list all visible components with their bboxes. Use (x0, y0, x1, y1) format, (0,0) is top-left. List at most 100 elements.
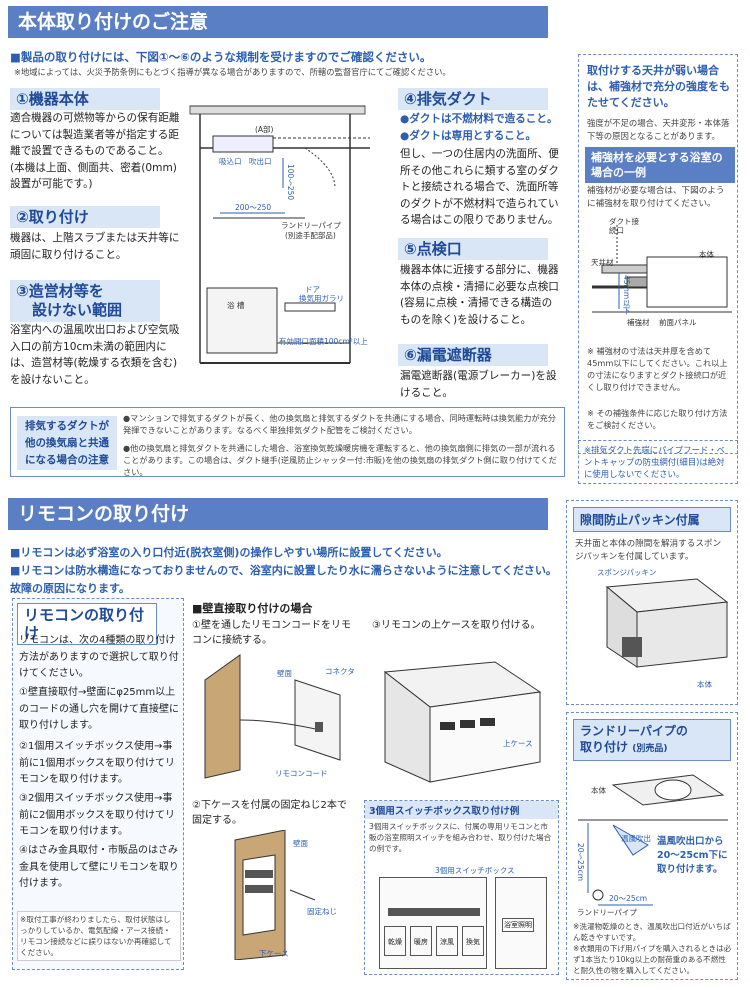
lbl-packing-body: 本体 (697, 680, 712, 689)
sidebar-warn: 取付けする天井が弱い場合は、補強材で充分の強度をもたせてください。 (587, 64, 730, 109)
remote-sub-title: リモコンの取り付け (17, 603, 157, 645)
box3-title: 3個用スイッチボックス取り付け例 (365, 801, 558, 819)
remote-method1: ①壁直接取付→壁面にφ25mm以上のコードの通し穴を開けて直接壁に取り付けします… (19, 687, 179, 731)
remote-method3: ③2個用スイッチボックス使用→事前に2個用ボックスを取り付けてリモコンを取り付け… (19, 793, 176, 837)
wall-step2: ②下ケースを付属の固定ねじ2本で固定する。 (192, 800, 347, 826)
box3-remote: 乾燥 暖房 涼風 換気 (379, 877, 487, 969)
remote-method4: ④はさみ金具取付・市販品のはさみ金具を使用して壁にリモコンを取り付けます。 (19, 845, 179, 889)
laundry-title-line1: ランドリーパイプの (580, 724, 688, 738)
item3-text: 浴室内への温風吹出口および空気吸入口の前方10cm未満の範囲内には、造営材等(乾… (10, 324, 180, 386)
laundry-title-line2: 取り付け (580, 740, 629, 754)
diagram-vent-area-label: 有効開口面積100cm²以上 (279, 337, 368, 346)
diagram-intake-label: 吸込口 (219, 157, 242, 166)
duct-share-note: 排気するダクトが他の換気扇と共通になる場合の注意 ●マンションで排気するダクトが… (10, 407, 565, 477)
sidebar-reinforce-title: 補強材を必要とする浴室の場合の一例 (585, 147, 735, 183)
sidebar-warn-sub: 強度が不足の場合、天井変形・本体落下等の原因となることがあります。 (587, 118, 730, 141)
fig-body-label: 本体 (699, 250, 714, 259)
sidebar-laundry-pipe: ランドリーパイプの 取り付け (別売品) 本体 温風吹出 ランドリーパイプ 20… (566, 712, 738, 980)
item3-title: ③造営材等を 設けない範囲 (10, 280, 160, 322)
laundry-note1: ※洗濯物乾燥のとき、温風吹出口付近がいちばん乾きやすいです。 (573, 922, 731, 942)
three-gang-box-example: 3個用スイッチボックス取り付け例 3個用スイッチボックスに、付属の専用リモコンと… (364, 800, 559, 975)
duct-note-p2: ●他の換気扇と排気ダクトを共通にした場合、浴室換気乾燥暖房機を運転すると、他の換… (123, 443, 557, 477)
wall-install-title: ■壁直接取り付けの場合 (192, 602, 313, 615)
item4-bullet2: ●ダクトは専用とすること。 (400, 130, 537, 142)
lbl-remote-cord: リモコンコード (275, 769, 328, 778)
remote-btn-vent[interactable]: 換気 (462, 926, 484, 956)
duct-note-title: 排気するダクトが他の換気扇と共通になる場合の注意 (17, 416, 117, 470)
item5-text: 機器本体に近接する部分に、機器本体の点検・清掃に必要な点検口(容易に点検・清掃で… (400, 264, 559, 326)
sidebar-packing: 隙間防止パッキン付属 天井面と本体の隙間を解消するスポンジパッキンを付属していま… (566, 500, 738, 705)
remote-foot-note: ※取付工事が終わりましたら、取付状態はしっかりしているか、電気配線・アース接続・… (17, 911, 181, 961)
item3-title-line1: ③造営材等を (16, 282, 104, 300)
fig-duct-label: ダクト接続口 (609, 217, 639, 235)
remote-btn-cool[interactable]: 涼風 (436, 926, 458, 956)
diagram-a-label: (A部) (255, 125, 274, 134)
box3-text: 3個用スイッチボックスに、付属の専用リモコンと市販の浴室照明スイッチを組み合わせ… (369, 822, 552, 853)
reinforce-figure: ダクト接続口 天井材 本体 45mm以下 補強材 前面パネル (587, 217, 733, 337)
diagram-door-vent-label: 換気用ガラリ (299, 294, 344, 303)
sidebar-note1: ※ 補強材の寸法は天井厚を含めて45mm以下にしてください。これ以上の寸法になり… (587, 346, 728, 392)
remote-install-box: リモコンの取り付け リモコンは、次の4種類の取り付け方法がありますので選択して取… (12, 598, 184, 970)
item4-title: ④排気ダクト (398, 88, 548, 110)
diagram-door-label: ドア (305, 285, 320, 294)
item4-text: 但し、一つの住居内の洗面所、便所その他これらに類する室のダクトと接続される場合で… (400, 148, 559, 226)
remote-bullet2: ■リモコンは防水構造になっておりませんので、浴室内に設置したり水に濡らさないよう… (10, 564, 557, 595)
lbl-laundry-pipe: ランドリーパイプ (577, 908, 637, 917)
lead-text: ■製品の取り付けには、下図①〜⑥のような規制を受けますのでご確認ください。 (10, 50, 432, 64)
diagram-laundry-sub: (別途手配部品) (285, 231, 336, 240)
fig-front-label: 前面パネル (659, 318, 697, 327)
duct-note-p1: ●マンションで排気するダクトが長く、他の換気扇と排気するダクトを共通にする場合、… (123, 413, 556, 435)
bathroom-install-diagram: (A部) 吸込口 吹出口 200〜250 100〜250 ランドリーパイプ (別… (185, 88, 395, 388)
fig-dim-label: 45mm以下 (622, 275, 631, 315)
laundry-title-sub: (別売品) (632, 744, 668, 754)
lbl-lower-case: 下ケース (259, 949, 289, 958)
lbl-dim-horizontal: 20〜25cm (609, 894, 648, 903)
fig-reinforce-label: 補強材 (627, 318, 650, 327)
lbl-connector: コネクタ (325, 667, 355, 676)
diagram-laundry-label: ランドリーパイプ (281, 221, 341, 230)
sidebar-note3: ※排気ダクト先端にパイプフード・ベントキャップの防虫網付(細目)は絶対に使用しな… (578, 440, 738, 484)
item1-text: 適合機器の可燃物等からの保有距離については製造業者等が指定する距離で設置できるも… (10, 112, 180, 190)
item6-text: 漏電遮断器(電源ブレーカー)を設けること。 (400, 370, 557, 399)
laundry-title: ランドリーパイプの 取り付け (別売品) (573, 719, 731, 761)
wall-step3: ③リモコンの上ケースを取り付ける。 (372, 620, 541, 631)
remote-btn-dry[interactable]: 乾燥 (384, 926, 406, 956)
laundry-note2: ※衣類用の下げ用パイプを購入されるときは必ず1本当たり10kg以上の耐荷重のある… (573, 944, 732, 975)
item3-title-line2: 設けない範囲 (32, 301, 123, 319)
remote-intro: リモコンは、次の4種類の取り付け方法がありますので選択して取り付けてください。 (19, 635, 179, 679)
item1-title: ①機器本体 (10, 88, 160, 110)
laundry-figure: 本体 温風吹出 ランドリーパイプ 20〜25cm 20〜25cm 温風吹出口から… (573, 765, 733, 917)
step3-figure: 上ケース (375, 652, 550, 792)
bath-light-switch[interactable]: 浴室照明 (495, 877, 547, 969)
lbl-upper-case: 上ケース (503, 739, 533, 748)
box3-label: 3個用スイッチボックス (435, 866, 515, 875)
remote-btn-heat[interactable]: 暖房 (410, 926, 432, 956)
item4-bullet1: ●ダクトは不燃材料で造ること。 (400, 113, 558, 125)
section-title-body-install: 本体取り付けのご注意 (8, 6, 548, 38)
lbl-wall-2: 壁面 (293, 839, 308, 848)
section-title-remote: リモコンの取り付け (8, 498, 548, 530)
lbl-fixing-screw: 固定ねじ (307, 907, 337, 916)
diagram-bath-label: 浴 槽 (227, 301, 245, 310)
wall-step1: ①壁を通したリモコンコードをリモコンに接続する。 (192, 620, 351, 646)
remote-bullet1: ■リモコンは必ず浴室の入り口付近(脱衣室側)の操作しやすい場所に設置してください… (10, 546, 448, 559)
sidebar-ceiling-reinforce: 取付けする天井が弱い場合は、補強材で充分の強度をもたせてください。 強度が不足の… (578, 54, 738, 454)
diagram-dim-100-250: 100〜250 (286, 164, 295, 201)
laundry-instr: 温風吹出口から20〜25cm下に取り付けます。 (657, 836, 728, 875)
sidebar-reinforce-text: 補強材が必要な場合は、下図のように補強材を取り付けてください。 (587, 186, 725, 209)
lbl-dim-vertical: 20〜25cm (576, 843, 585, 882)
packing-figure: スポンジパッキン 本体 (577, 567, 733, 697)
sidebar-note2: ※ その補強条件に応じた取り付け方法をご検討ください。 (587, 408, 728, 430)
lbl-wall: 壁面 (277, 669, 292, 678)
fig-joist-label: 天井材 (591, 258, 614, 267)
item2-title: ②取り付け (10, 206, 160, 228)
remote-method2: ②1個用スイッチボックス使用→事前に1個用ボックスを取り付けてリモコンを取り付け… (19, 741, 176, 785)
item6-title: ⑥漏電遮断器 (398, 344, 548, 366)
item2-text: 機器は、上階スラブまたは天井等に頑固に取り付けること。 (10, 232, 180, 261)
item5-title: ⑤点検口 (398, 238, 548, 260)
lbl-laundry-body: 本体 (591, 786, 606, 795)
diagram-dim-200-250: 200〜250 (235, 203, 272, 212)
step1-figure: 壁面 コネクタ リモコンコード (195, 650, 365, 780)
lbl-sponge: スポンジパッキン (597, 568, 657, 577)
lbl-hot-air: 温風吹出 (621, 834, 651, 843)
